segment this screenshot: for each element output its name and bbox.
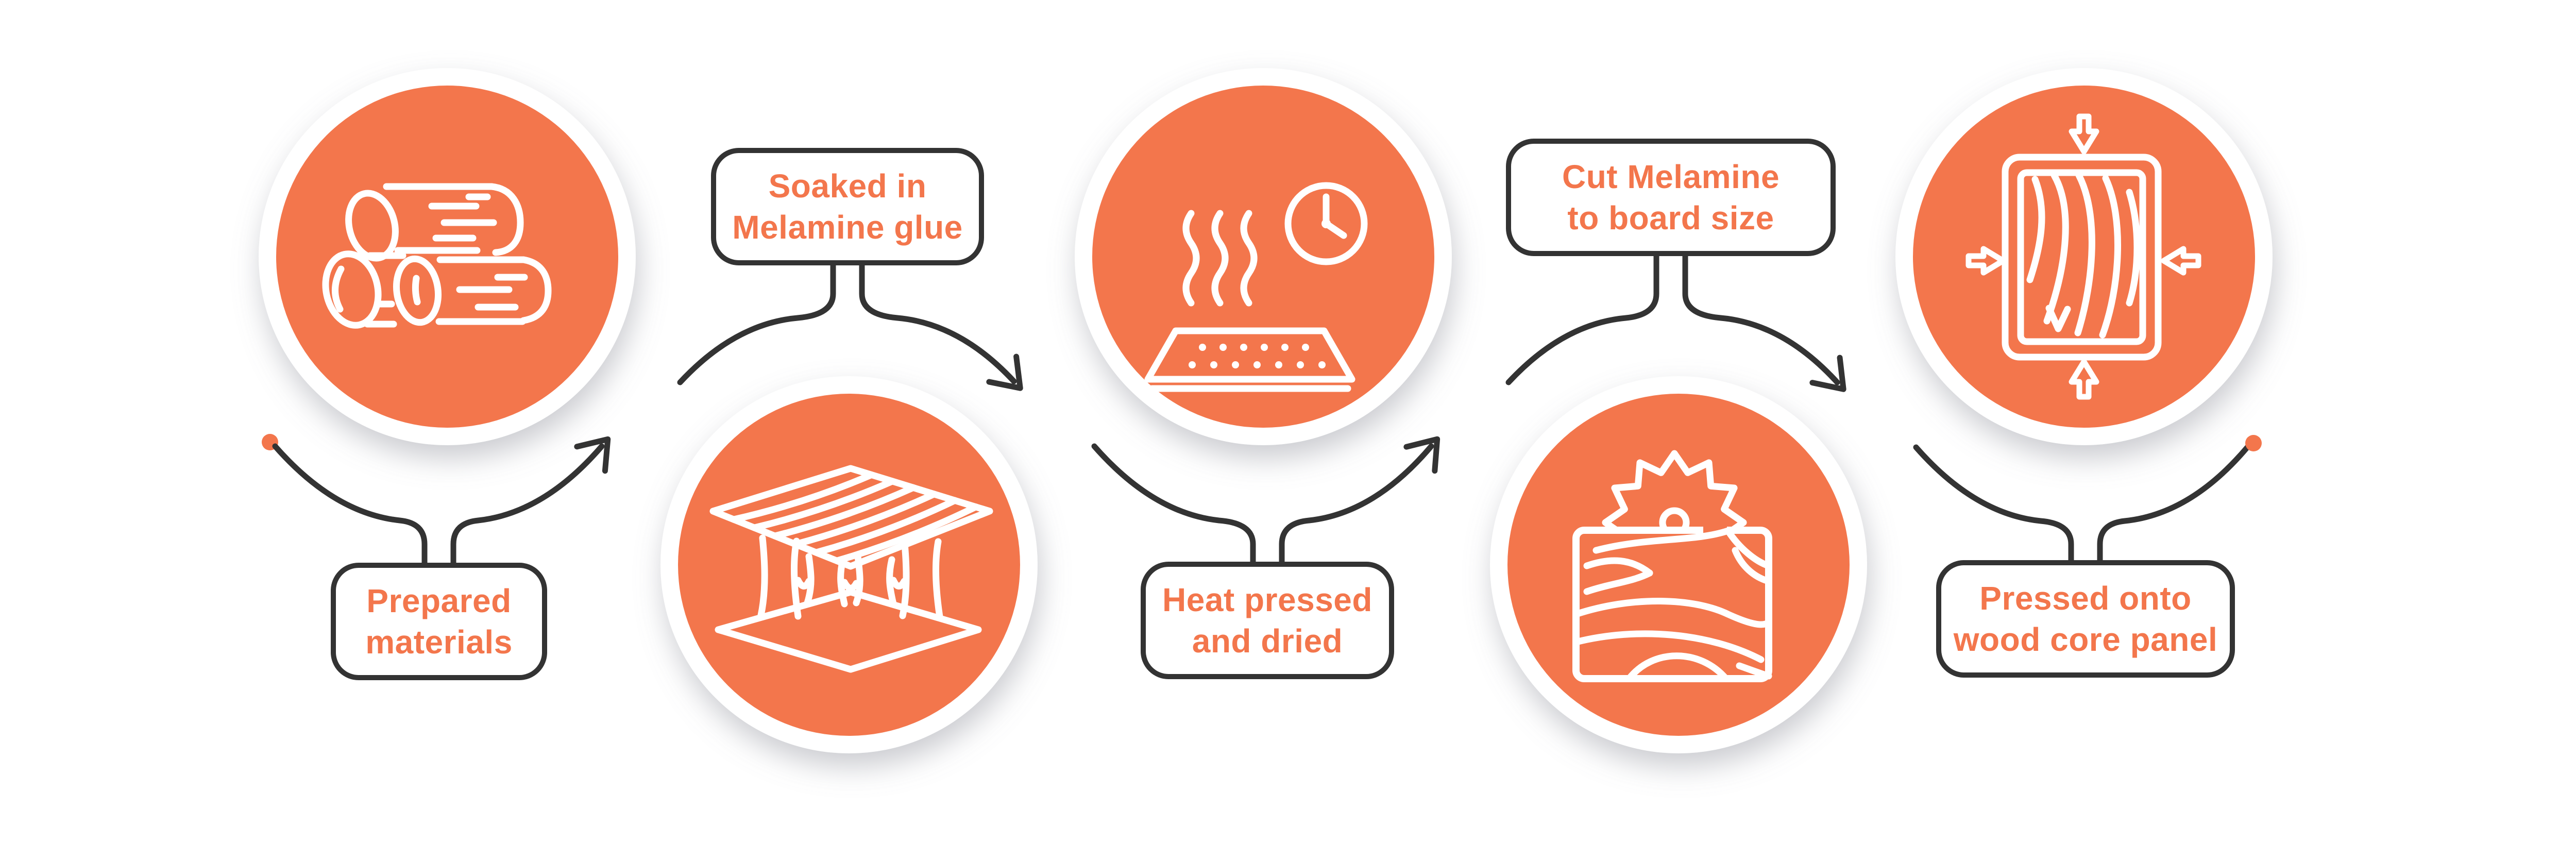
step-circle-3: [1075, 68, 1452, 445]
step-circle-2: [660, 376, 1038, 753]
steam-wave-icon: [1240, 210, 1258, 307]
clock-icon: [1284, 182, 1368, 265]
connector-arc-2: [677, 261, 1023, 391]
press-arrow-left-icon: [2161, 246, 2201, 276]
glue-soaked-board-icon: [709, 465, 993, 673]
step-label-soaked-in-melamine-glue: Soaked in Melamine glue: [711, 148, 984, 265]
step-label-heat-pressed-and-dried: Heat pressed and dried: [1141, 562, 1394, 679]
press-arrow-down-icon: [2069, 113, 2099, 155]
label-line: Prepared: [366, 582, 512, 619]
label-line: and dried: [1192, 622, 1343, 660]
press-arrow-up-icon: [2069, 359, 2099, 400]
press-arrows-panel-icon: [1965, 113, 2201, 400]
connector-arc-4: [1505, 251, 1846, 392]
flow-end-dot: [2245, 435, 2262, 451]
steam-wave-icon: [1182, 210, 1200, 307]
step-circle-1: [259, 68, 636, 445]
label-line: Melamine glue: [732, 209, 963, 246]
steam-wave-icon: [1211, 210, 1229, 307]
step-label-prepared-materials: Prepared materials: [331, 563, 547, 680]
connector-arc-3: [1091, 436, 1440, 568]
label-line: wood core panel: [1953, 621, 2218, 658]
label-line: Heat pressed: [1162, 581, 1372, 618]
connector-arc-1: [262, 434, 611, 569]
press-arrow-right-icon: [1965, 246, 2006, 276]
arrow-to-step-5: [1682, 251, 1846, 392]
connector-arc-5: [1913, 435, 2262, 566]
logs-icon: [322, 183, 552, 329]
step-label-cut-melamine-to-board-size: Cut Melamine to board size: [1506, 139, 1836, 256]
circular-saw-board-icon: [1572, 450, 1772, 682]
label-line: materials: [365, 624, 513, 661]
label-line: Soaked in: [768, 167, 927, 205]
step-circle-5: [1895, 68, 2273, 445]
step-circle-4: [1490, 376, 1867, 753]
arrow-to-step-3: [859, 261, 1023, 391]
heat-press-timer-icon: [1144, 182, 1368, 392]
label-line: Pressed onto: [1979, 580, 2192, 617]
label-line: to board size: [1567, 199, 1774, 237]
label-line: Cut Melamine: [1562, 158, 1780, 195]
step-label-pressed-onto-wood-core-panel: Pressed onto wood core panel: [1936, 560, 2235, 678]
arrow-to-step-4: [1279, 436, 1440, 568]
arrow-to-step-2: [450, 436, 611, 569]
